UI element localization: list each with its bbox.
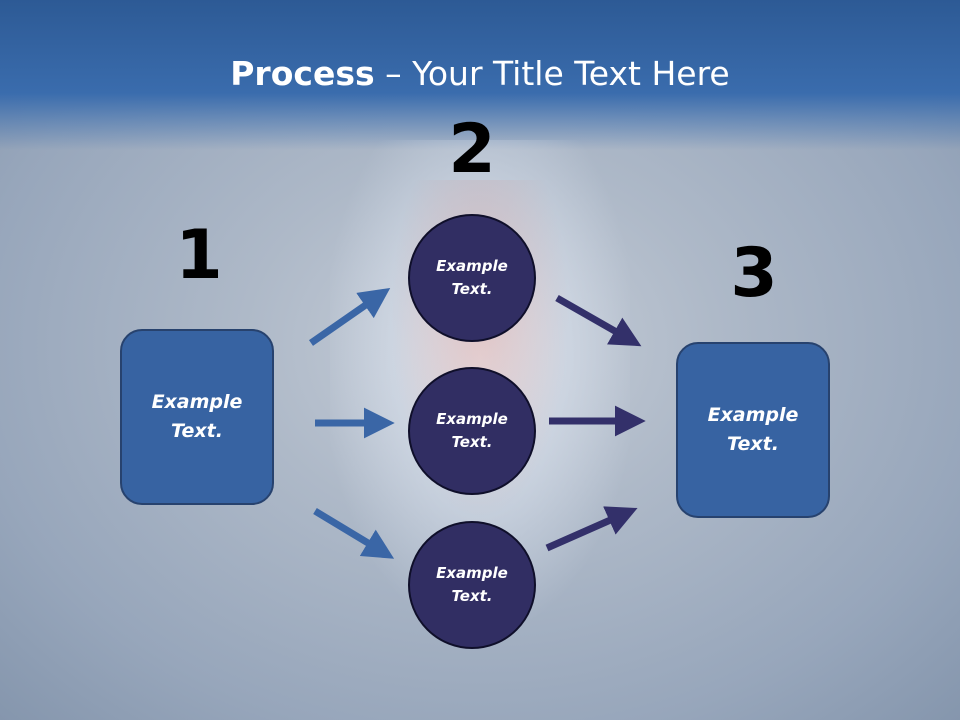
title-rest: – Your Title Text Here — [374, 54, 730, 93]
node-bottom-line-2: Text. — [451, 587, 493, 605]
step-number-2: 2 — [448, 110, 496, 189]
node-top-line-1: Example — [436, 257, 508, 275]
arrow-top-to-right — [555, 294, 642, 347]
arrow-left-to-bottom — [313, 508, 395, 559]
node-middle-line-1: Example — [436, 410, 508, 428]
arrow-left-to-top — [309, 287, 391, 346]
arrow-bottom-to-right — [545, 506, 638, 552]
slide-title: Process – Your Title Text Here — [0, 52, 960, 96]
node-bottom-circle: Example Text. — [408, 521, 536, 649]
node-left-box: Example Text. — [120, 329, 274, 505]
title-bold: Process — [230, 54, 375, 93]
node-right-line-2: Text. — [727, 433, 779, 455]
node-left-line-1: Example — [151, 391, 243, 413]
node-bottom-line-1: Example — [436, 564, 508, 582]
step-number-3: 3 — [730, 234, 778, 313]
node-right-line-1: Example — [707, 404, 799, 426]
node-top-line-2: Text. — [451, 280, 493, 298]
header-band — [0, 0, 960, 150]
node-left-line-2: Text. — [171, 420, 223, 442]
node-right-box: Example Text. — [676, 342, 830, 518]
step-number-1: 1 — [175, 216, 223, 295]
node-middle-line-2: Text. — [451, 433, 493, 451]
node-top-circle: Example Text. — [408, 214, 536, 342]
node-middle-circle: Example Text. — [408, 367, 536, 495]
